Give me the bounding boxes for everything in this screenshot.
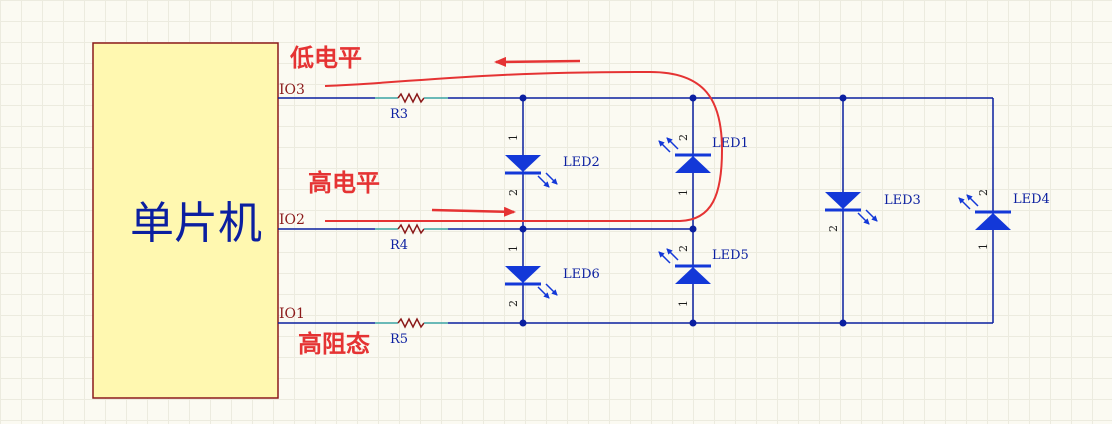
diode-triangle: [825, 192, 861, 209]
pin-number-2: 2: [507, 189, 520, 196]
junctions: [519, 94, 847, 327]
led-label: LED4: [1013, 192, 1050, 207]
resistor-zigzag: [397, 223, 425, 235]
led-label: LED2: [563, 155, 600, 170]
light-arrow: [857, 212, 870, 225]
light-arrow: [537, 175, 550, 188]
mcu-body: [92, 42, 279, 399]
diode-triangle: [675, 156, 711, 173]
pin-number-2: 2: [507, 300, 520, 307]
diode-triangle: [505, 155, 541, 172]
led-led3: 2 LED3: [825, 192, 921, 232]
led-led5: 2 1 LED5: [658, 245, 749, 307]
wires: [278, 97, 994, 324]
light-arrow: [537, 286, 550, 299]
pin-number-1: 1: [977, 243, 990, 250]
junction-dot: [689, 225, 697, 233]
light-arrow: [666, 137, 679, 150]
junction-dot: [519, 319, 527, 327]
annotation-low-level: 低电平: [289, 44, 362, 72]
diode-triangle: [505, 266, 541, 283]
annotation-high-impedance: 高阻态: [298, 330, 370, 358]
led-label: LED1: [712, 136, 749, 151]
light-arrow: [958, 197, 971, 210]
pin-number-2: 2: [677, 134, 690, 141]
pin-number-2: 2: [677, 245, 690, 252]
pin-label-io2: IO2: [279, 212, 305, 228]
led-label: LED3: [884, 193, 921, 208]
led-led1: 2 1 LED1: [658, 134, 749, 196]
light-arrow: [966, 194, 979, 207]
resistor-label: R4: [390, 238, 408, 253]
resistor-zigzag: [397, 92, 425, 104]
junction-dot: [689, 319, 697, 327]
pin-number-2: 2: [827, 225, 840, 232]
arrow-left-red: [494, 56, 581, 67]
resistor-r5: R5: [375, 317, 448, 347]
junction-dot: [519, 225, 527, 233]
light-arrow: [545, 283, 558, 296]
current-path-annotation: 低电平 高电平 高阻态: [289, 44, 724, 358]
light-arrow: [666, 248, 679, 261]
junction-dot: [839, 319, 847, 327]
pin-number-1: 1: [507, 245, 520, 252]
resistor-zigzag: [397, 317, 425, 329]
junction-dot: [839, 94, 847, 102]
pin-number-1: 1: [677, 189, 690, 196]
pin-number-2: 2: [977, 189, 990, 196]
led-label: LED5: [712, 248, 749, 263]
resistor-r3: R3: [375, 92, 448, 122]
pin-number-1: 1: [677, 300, 690, 307]
light-arrow: [658, 140, 671, 153]
resistor-label: R5: [390, 332, 408, 347]
light-arrow: [545, 172, 558, 185]
mcu-block: 单片机: [92, 42, 279, 399]
arrow-right-red: [431, 206, 516, 217]
light-arrow: [658, 251, 671, 264]
annotation-high-level: 高电平: [308, 169, 380, 197]
led-label: LED6: [563, 267, 600, 282]
led-led2: 1 2 LED2: [505, 134, 600, 196]
pin-label-io1: IO1: [279, 306, 305, 322]
diode-triangle: [675, 267, 711, 284]
mcu-label: 单片机: [130, 198, 262, 249]
led-led6: 1 2 LED6: [505, 245, 600, 307]
led-led4: 2 1 LED4: [958, 189, 1050, 250]
pin-number-1: 1: [507, 134, 520, 141]
resistor-label: R3: [390, 107, 408, 122]
current-path-loop: [324, 70, 724, 222]
light-arrow: [865, 209, 878, 222]
junction-dot: [519, 94, 527, 102]
diode-triangle: [975, 213, 1011, 230]
junction-dot: [689, 94, 697, 102]
resistor-r4: R4: [375, 223, 448, 253]
pin-label-io3: IO3: [279, 82, 305, 98]
